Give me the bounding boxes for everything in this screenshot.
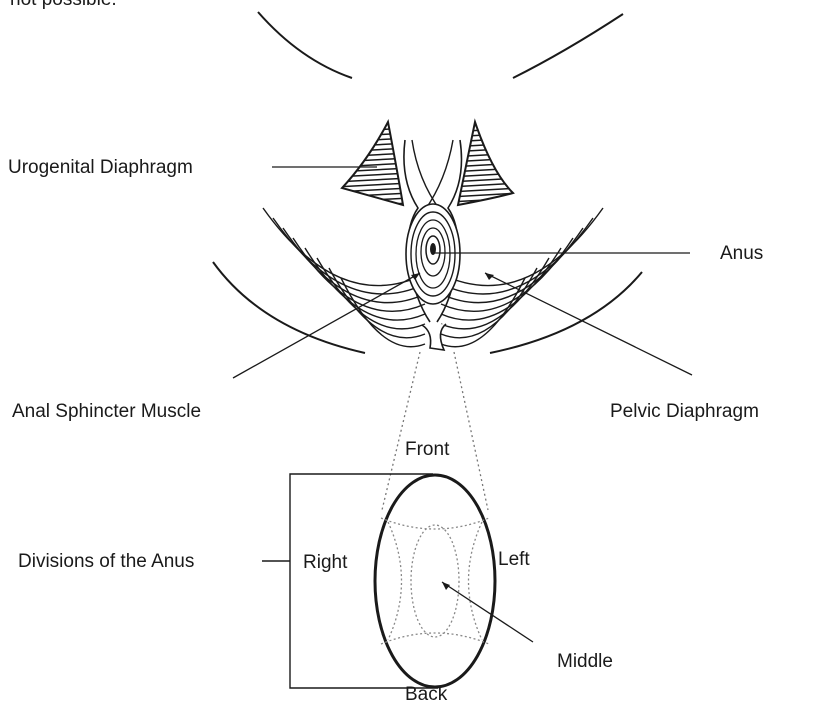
pelvic-diaphragm-label: Pelvic Diaphragm	[610, 402, 759, 421]
urogenital-diaphragm-right-muscle	[450, 118, 520, 212]
anus-divisions-inset	[375, 475, 533, 687]
front-label: Front	[405, 440, 449, 459]
urogenital-diaphragm-left-muscle	[335, 118, 410, 212]
urogenital-diaphragm-label: Urogenital Diaphragm	[8, 158, 193, 177]
right-thigh-contour	[513, 14, 623, 78]
anus-label: Anus	[720, 244, 763, 263]
left-thigh-contour	[258, 12, 352, 78]
right-label: Right	[303, 553, 347, 572]
anal-sphincter-muscle-label: Anal Sphincter Muscle	[12, 402, 201, 421]
back-label: Back	[405, 685, 447, 704]
leader-pelvic	[485, 273, 692, 375]
left-label: Left	[498, 550, 530, 569]
middle-label: Middle	[557, 652, 613, 671]
left-buttock-contour	[213, 262, 365, 353]
clipped-header-text: not possible.	[10, 0, 117, 9]
divisions-of-the-anus-label: Divisions of the Anus	[18, 552, 194, 571]
leader-sphincter	[233, 273, 420, 378]
